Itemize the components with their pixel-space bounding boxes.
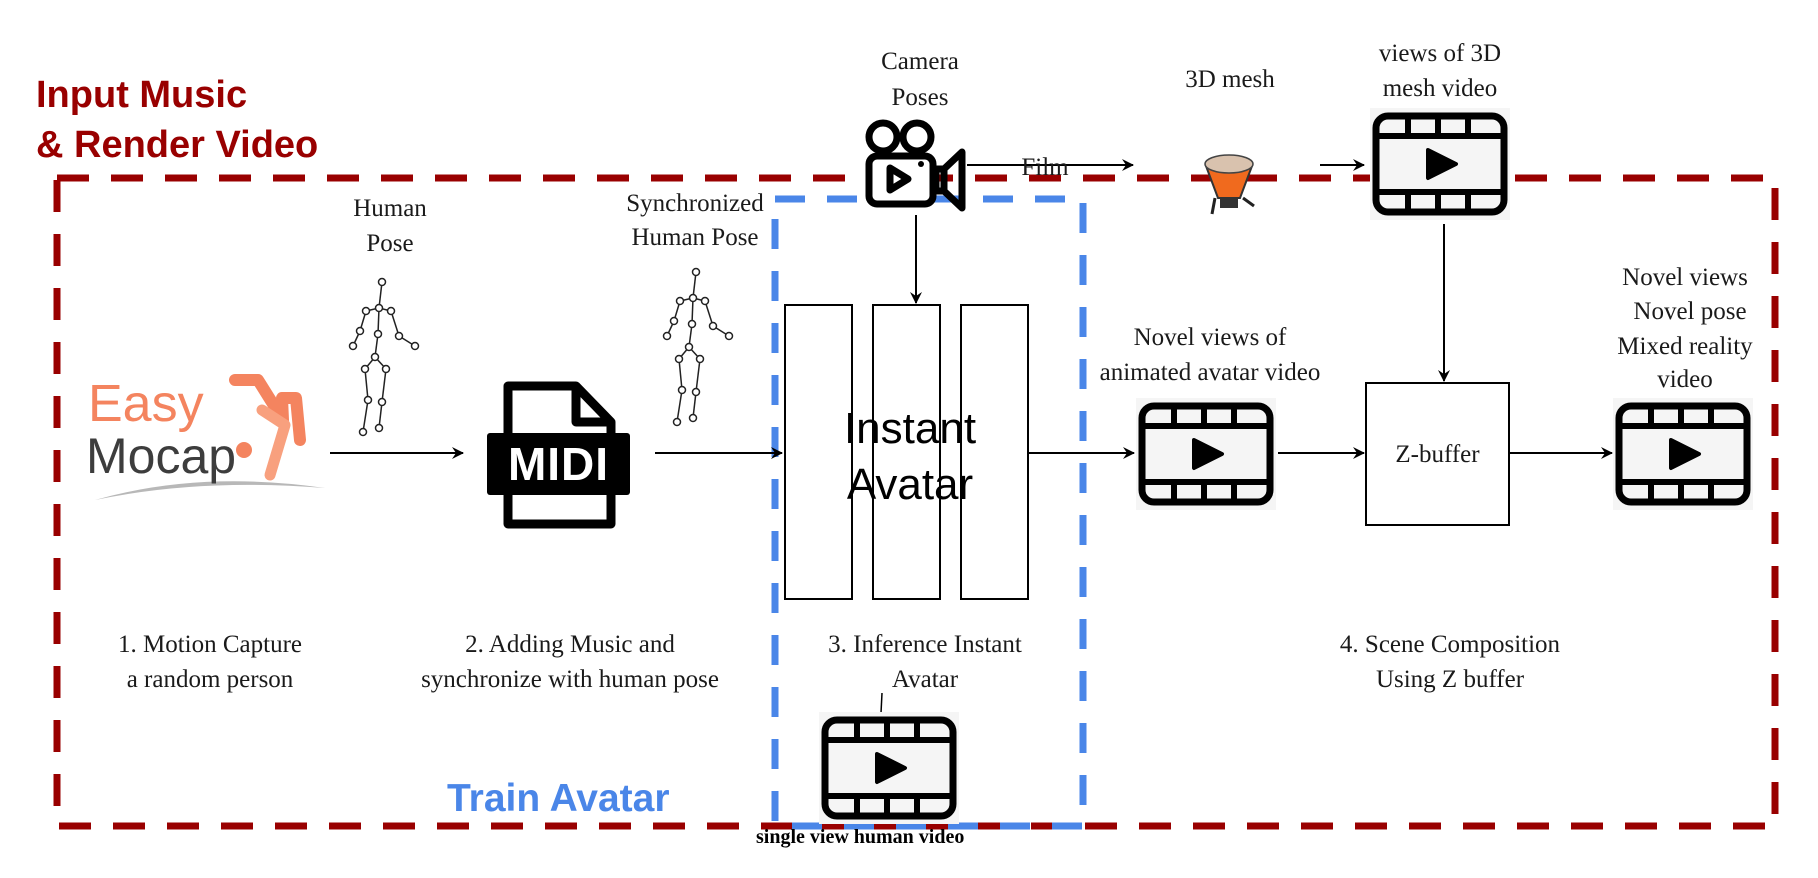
midi-file-icon xyxy=(487,381,630,529)
single-view-video-label: single view human video xyxy=(756,826,965,848)
avatar-block-3 xyxy=(960,304,1029,600)
step1-caption-line2: a random person xyxy=(126,666,294,693)
zbuffer-label: Z-buffer xyxy=(1395,441,1480,468)
render-region-title-line1: Input Music xyxy=(36,74,248,116)
step3-caption-line1: 3. Inference Instant xyxy=(828,631,1022,658)
novel-avatar-video-label-line1: Novel views of xyxy=(1133,324,1287,351)
render-region-title-line2: & Render Video xyxy=(36,124,319,166)
instant-avatar-label-line2: Avatar xyxy=(846,460,974,509)
step4-caption-line2: Using Z buffer xyxy=(1375,666,1525,693)
mesh-label: 3D mesh xyxy=(1185,66,1275,93)
output-video-label-line1: Novel views xyxy=(1622,264,1748,291)
human-pose-label-line2: Pose xyxy=(366,230,414,257)
avatar-block-1 xyxy=(784,304,853,600)
easymocap-logo-icon xyxy=(95,374,325,500)
step1-caption-line1: 1. Motion Capture xyxy=(117,631,302,658)
drum-mesh-icon xyxy=(1204,154,1255,215)
avatar-block-2 xyxy=(872,304,941,600)
human-pose-skeleton-icon xyxy=(348,277,420,437)
step2-caption-line1: 2. Adding Music and xyxy=(465,631,675,658)
novel-avatar-video-label-line2: animated avatar video xyxy=(1099,359,1321,386)
mesh-video-icon xyxy=(1370,108,1510,220)
instant-avatar-label-line1: Instant xyxy=(843,404,977,453)
sync-pose-label-line2: Human Pose xyxy=(631,224,759,251)
output-video-label-line3: Mixed reality xyxy=(1617,333,1753,360)
mesh-video-label-line1: views of 3D xyxy=(1378,40,1502,67)
step2-caption-line2: synchronize with human pose xyxy=(421,666,719,693)
single-view-video-icon xyxy=(819,712,959,824)
film-edge-label: Film xyxy=(1021,154,1069,181)
train-region-title: Train Avatar xyxy=(447,777,670,820)
camera-icon xyxy=(865,119,966,212)
mesh-video-label-line2: mesh video xyxy=(1382,75,1498,102)
connector-single-view xyxy=(880,692,883,714)
output-video-icon xyxy=(1613,398,1753,510)
synchronized-pose-skeleton-icon xyxy=(662,267,734,427)
step4-caption-line1: 4. Scene Composition xyxy=(1339,631,1561,658)
zbuffer-box xyxy=(1365,382,1510,526)
easymocap-logo-top: Easy xyxy=(88,375,204,433)
output-video-label-line4: video xyxy=(1657,366,1713,393)
sync-pose-label-line1: Synchronized xyxy=(626,190,764,217)
step3-caption-line2: Avatar xyxy=(891,666,959,693)
camera-poses-label-line2: Poses xyxy=(891,84,949,111)
human-pose-label-line1: Human xyxy=(353,195,427,222)
midi-label: MIDI xyxy=(507,438,610,490)
easymocap-logo-bottom: Mocap xyxy=(86,428,237,484)
output-video-label-line2: Novel pose xyxy=(1633,298,1747,325)
camera-poses-label-line1: Camera xyxy=(881,48,959,75)
novel-avatar-video-icon xyxy=(1136,398,1276,510)
